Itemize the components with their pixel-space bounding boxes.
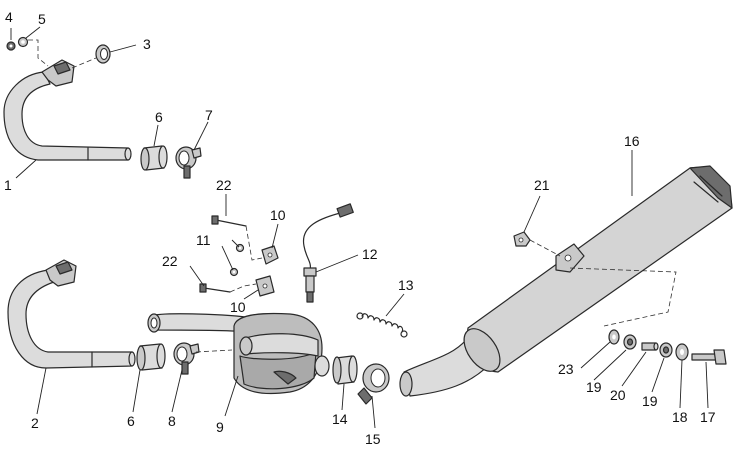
callout-12: 12 [362,246,378,262]
bush-part-19-a [623,334,637,350]
callout-3: 3 [143,36,151,52]
spring-part-13 [356,312,408,338]
clamp-part-7 [175,146,202,179]
callout-1: 1 [4,177,12,193]
spacer-part-20 [641,342,659,351]
callout-16: 16 [624,133,640,149]
callout-20: 20 [610,387,626,403]
silencer-part-16 [399,165,733,397]
clamp-part-8 [173,342,200,375]
callout-19-a: 19 [586,379,602,395]
upper-header-pipe [3,59,132,161]
nut-part-21 [513,231,531,247]
callout-17: 17 [700,409,716,425]
collector-box-part-9 [147,312,330,395]
callout-13: 13 [398,277,414,293]
sleeve-part-6-lower [136,343,166,371]
washer-part-11-upper [235,243,245,253]
bolt-part-17 [691,349,727,365]
callout-18: 18 [672,409,688,425]
nut-part-4 [6,41,16,51]
callout-23: 23 [558,361,574,377]
sleeve-part-6-upper [140,145,168,171]
leader-lines [10,26,709,429]
callout-9: 9 [216,419,224,435]
bolt-part-22-upper [211,215,247,227]
callout-5: 5 [38,11,46,27]
bush-part-19-b [659,342,673,358]
callout-4: 4 [5,9,13,25]
callout-10-lower: 10 [230,299,246,315]
callout-7: 7 [205,107,213,123]
callout-8: 8 [168,413,176,429]
callout-11: 11 [196,232,211,248]
callout-21: 21 [534,177,550,193]
lambda-sensor-part-12 [302,203,354,303]
lower-header-pipe [7,259,136,369]
callout-6-upper: 6 [155,109,163,125]
washer-part-23 [608,329,620,345]
callout-10-upper: 10 [270,207,286,223]
callout-15: 15 [365,431,381,447]
washer-part-5 [17,36,29,48]
callout-22-upper: 22 [216,177,232,193]
clamp-part-15 [357,363,390,405]
gasket-part-3 [95,44,111,64]
sleeve-part-14 [332,355,358,385]
bolt-part-22-lower [199,283,231,293]
callout-6-lower: 6 [127,413,135,429]
nut-part-10-upper [261,245,279,265]
callout-14: 14 [332,411,348,427]
callout-labels: 4 5 3 1 6 7 22 10 11 12 22 10 13 2 6 8 9… [4,9,716,447]
nut-part-10-lower [255,275,275,297]
callout-19-b: 19 [642,393,658,409]
washer-part-11-lower [229,267,239,277]
callout-22-lower: 22 [162,253,178,269]
washer-part-18 [675,343,689,361]
callout-2: 2 [31,415,39,431]
